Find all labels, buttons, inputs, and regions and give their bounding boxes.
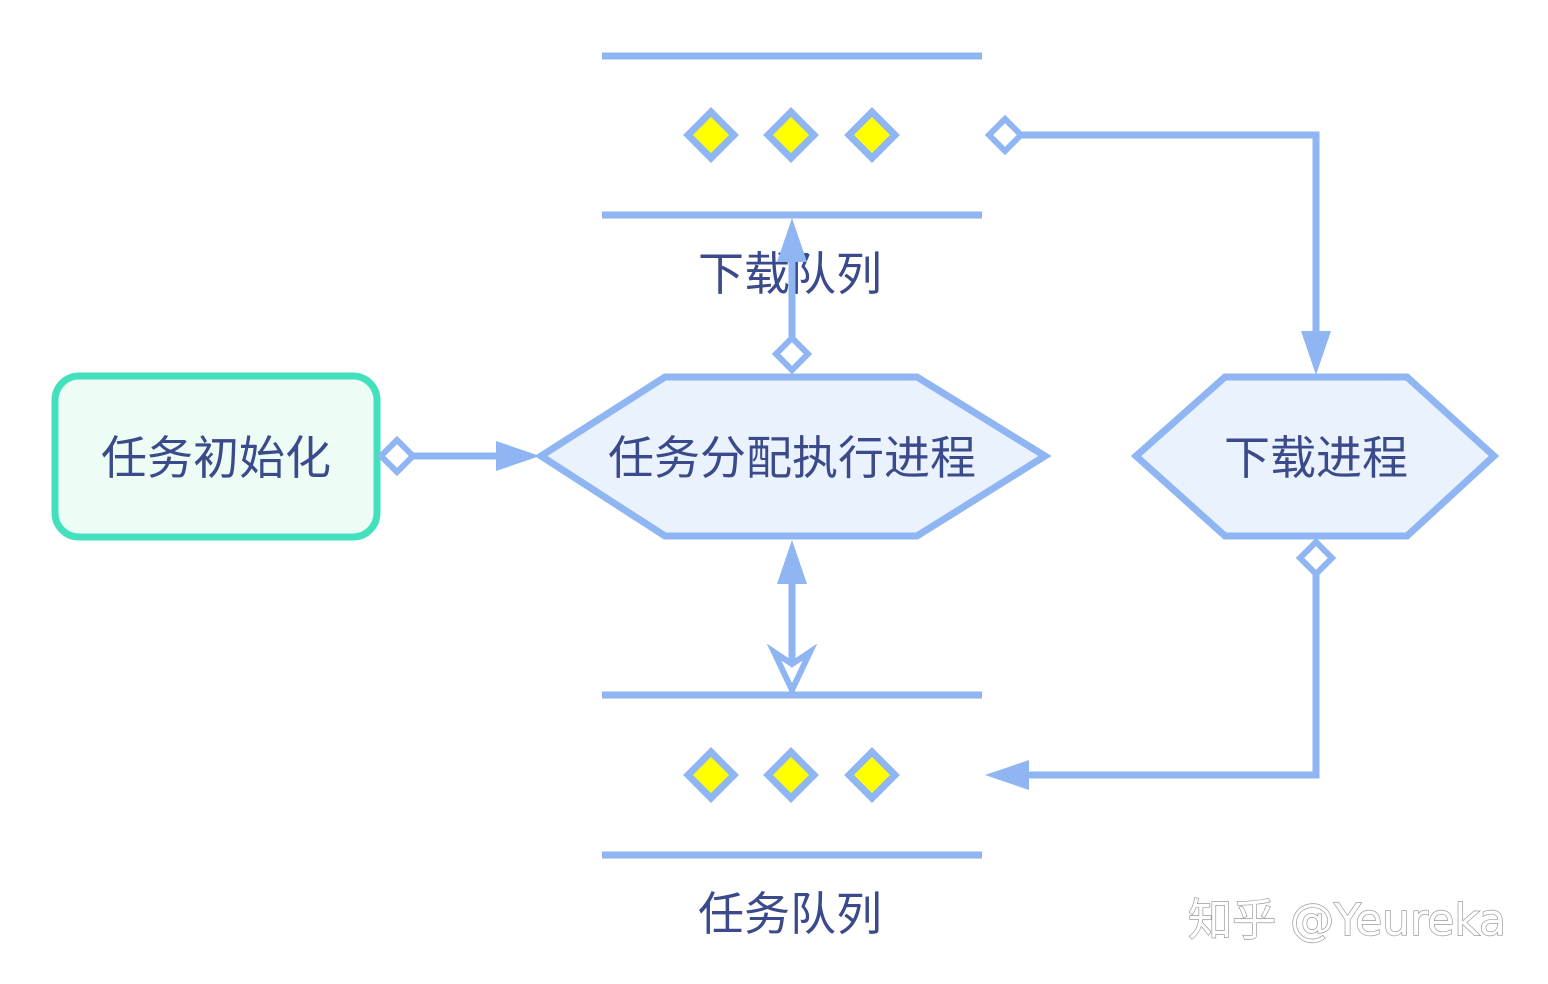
task-queue-item — [844, 747, 900, 803]
download-process-hexagon — [1130, 373, 1500, 540]
arrowhead-icon — [777, 218, 807, 262]
edge-dispatcher-task-queue — [766, 540, 818, 698]
diamond-connector-icon — [376, 435, 418, 477]
arrowhead-icon — [496, 441, 540, 471]
open-arrowhead-icon — [766, 643, 818, 698]
watermark-text: 知乎 @Yeureka — [1188, 895, 1506, 946]
node-download-process[interactable]: 下载进程 — [1130, 373, 1500, 540]
node-download-process-label: 下载进程 — [1224, 431, 1408, 485]
edge-download-queue-to-download-process — [984, 114, 1331, 375]
task-queue: 任务队列 — [602, 691, 982, 941]
node-task-dispatcher[interactable]: 任务分配执行进程 — [534, 373, 1052, 540]
arrowhead-icon — [985, 760, 1029, 790]
dispatcher-hexagon — [534, 373, 1052, 540]
edge-dispatcher-to-download-queue — [771, 218, 813, 375]
task-queue-item — [683, 747, 739, 803]
arrowhead-icon — [1301, 331, 1331, 375]
download-queue-item — [683, 107, 739, 163]
task-queue-item — [763, 747, 819, 803]
edge-download-process-to-task-queue — [985, 537, 1337, 790]
start-box — [51, 372, 381, 541]
edge-init-to-dispatcher — [376, 435, 540, 477]
node-task-init[interactable]: 任务初始化 — [51, 372, 381, 541]
arrowhead-icon — [777, 540, 807, 584]
task-queue-label: 任务队列 — [698, 887, 882, 941]
node-task-init-label: 任务初始化 — [101, 431, 331, 485]
diamond-connector-icon — [984, 114, 1026, 156]
download-queue-item — [844, 107, 900, 163]
diamond-connector-icon — [1295, 537, 1337, 579]
node-task-dispatcher-label: 任务分配执行进程 — [608, 431, 976, 485]
diamond-connector-icon — [771, 333, 813, 375]
download-queue-item — [763, 107, 819, 163]
